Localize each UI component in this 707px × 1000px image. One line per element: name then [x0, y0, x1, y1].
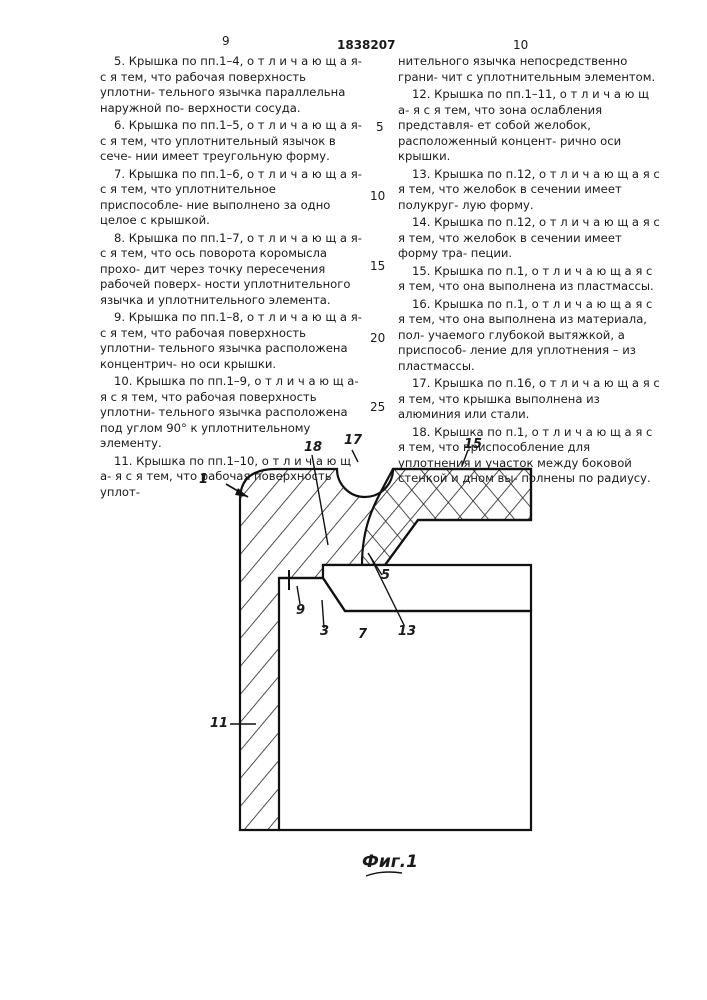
label-17: 17: [344, 433, 362, 448]
container-wall: [279, 578, 531, 830]
label-9: 9: [296, 603, 305, 618]
figure-caption: Фиг.1: [362, 852, 418, 872]
seal-insert: [362, 469, 531, 565]
label-7: 7: [358, 627, 367, 642]
label-5: 5: [381, 568, 390, 583]
label-3: 3: [320, 624, 329, 639]
label-15: 15: [464, 437, 482, 452]
label-13: 13: [398, 624, 416, 639]
label-18: 18: [304, 440, 322, 455]
label-11: 11: [210, 716, 228, 731]
sealing-tongue: [323, 565, 531, 611]
label-1: 1: [199, 472, 208, 487]
